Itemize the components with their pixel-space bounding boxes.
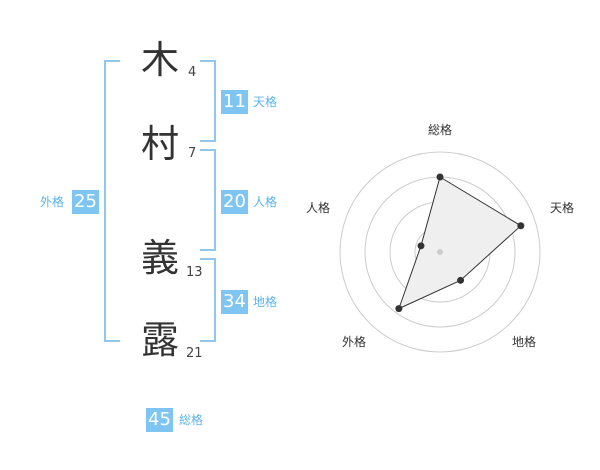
- name-char-2: 村: [140, 122, 179, 166]
- soukaku-value-badge: 45: [146, 408, 173, 432]
- radar-point-4: [395, 305, 403, 313]
- radar-axis-label-soukaku: 総格: [428, 122, 452, 137]
- gaikaku-value-badge: 25: [72, 190, 99, 214]
- radar-point-3: [457, 276, 465, 284]
- radar-area: [397, 176, 522, 310]
- jinkaku-label: 人格: [253, 195, 278, 209]
- radar-points: [395, 173, 525, 313]
- stroke-count-1: 4: [188, 65, 197, 80]
- stroke-count-2: 7: [188, 146, 197, 161]
- radar-chart: 総格 天格 地格 外格 人格: [306, 122, 574, 353]
- jinkaku-value-badge: 20: [221, 190, 248, 214]
- radar-axis-label-gaikaku: 外格: [342, 334, 366, 349]
- gaikaku-label: 外格: [40, 195, 65, 209]
- tenkaku-value-badge: 11: [221, 90, 248, 114]
- radar-axis-label-chikaku: 地格: [512, 334, 536, 349]
- radar-axis-label-jinkaku: 人格: [306, 200, 330, 215]
- radar-point-1: [436, 173, 444, 181]
- chikaku-value-badge: 34: [221, 290, 248, 314]
- name-char-4: 露: [140, 318, 179, 362]
- gaikaku-bracket: [104, 60, 120, 342]
- radar-axis-label-tenkaku: 天格: [550, 200, 574, 215]
- name-char-1: 木: [140, 38, 179, 82]
- tenkaku-bracket: [200, 60, 216, 142]
- soukaku-label: 総格: [179, 413, 204, 427]
- name-char-3: 義: [140, 236, 179, 280]
- radar-center-dot: [437, 249, 443, 255]
- jinkaku-bracket: [200, 149, 216, 251]
- chikaku-bracket: [200, 258, 216, 342]
- stroke-count-4: 21: [186, 346, 203, 361]
- radar-point-2: [517, 222, 525, 230]
- chikaku-label: 地格: [253, 295, 278, 309]
- tenkaku-label: 天格: [253, 95, 278, 109]
- radar-ring-4: [339, 151, 541, 353]
- stroke-count-3: 13: [186, 265, 203, 280]
- radar-point-5: [417, 242, 425, 250]
